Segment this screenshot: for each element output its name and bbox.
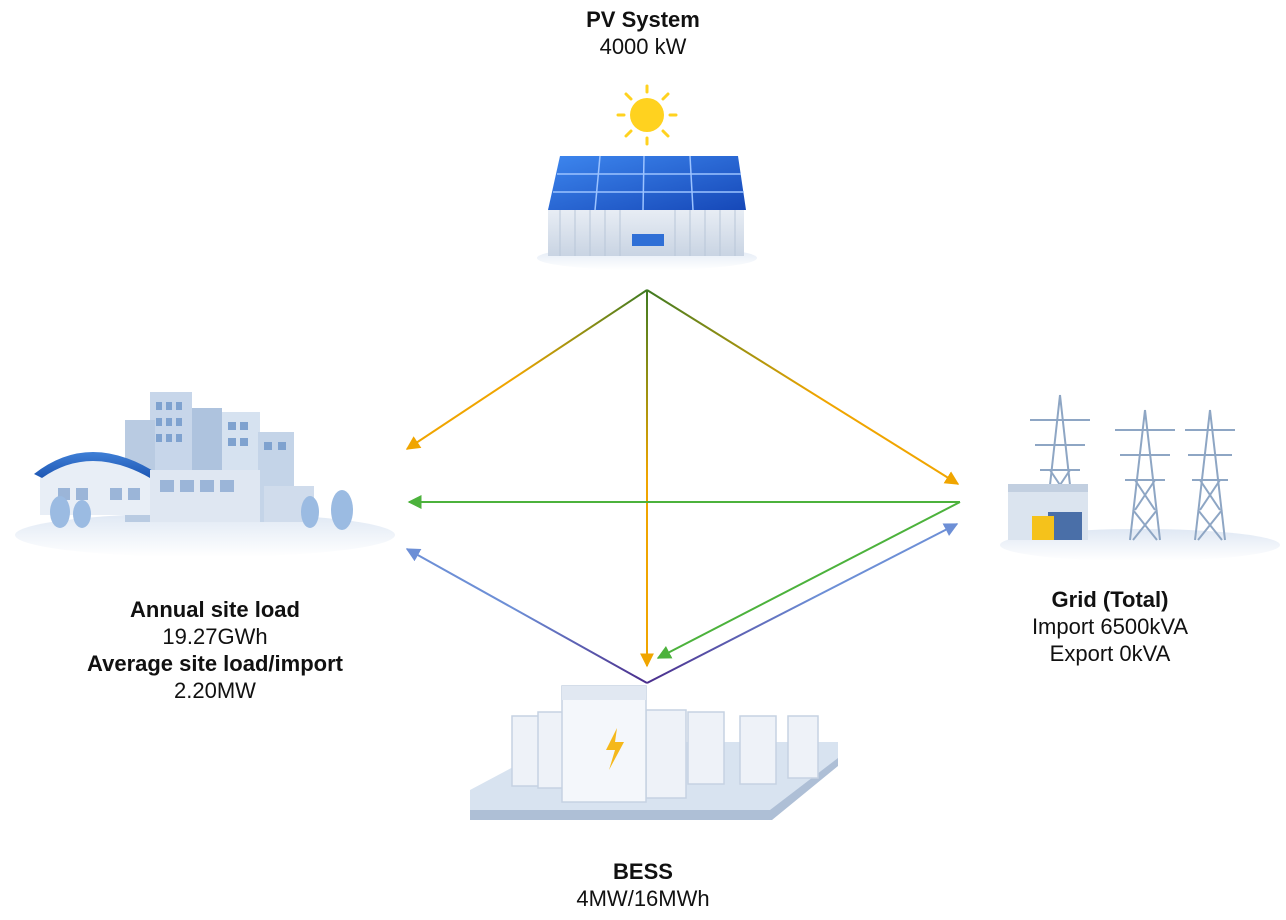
grid-title: Grid (Total)	[1051, 587, 1169, 612]
bess-capacity: 4MW/16MWh	[576, 886, 710, 911]
buildings-icon	[15, 392, 395, 557]
bess-label: BESS 4MW/16MWh	[543, 858, 743, 912]
flow-bess-to-load	[405, 548, 648, 684]
average-site-load-value: 2.20MW	[174, 678, 256, 703]
flow-pv-to-grid	[646, 289, 960, 485]
flow-bess-to-grid	[646, 523, 959, 684]
grid-export-value: Export 0kVA	[1049, 641, 1171, 666]
transmission-tower-icon	[1000, 394, 1280, 561]
flow-pv-to-load	[405, 289, 648, 450]
pv-system-title: PV System	[586, 7, 700, 32]
pv-system-label: PV System 4000 kW	[543, 6, 743, 60]
flow-grid-to-bess	[656, 501, 961, 659]
lightning-icon	[606, 728, 624, 770]
average-site-load-title: Average site load/import	[87, 651, 343, 676]
site-load-label: Annual site load 19.27GWh Average site l…	[70, 596, 360, 704]
annual-site-load-title: Annual site load	[130, 597, 300, 622]
pv-system-capacity: 4000 kW	[599, 34, 687, 59]
bess-title: BESS	[613, 859, 673, 884]
sun-icon	[616, 84, 678, 146]
grid-label: Grid (Total) Import 6500kVA Export 0kVA	[990, 586, 1230, 667]
grid-import-value: Import 6500kVA	[1031, 614, 1189, 639]
solar-panel-icon	[537, 84, 757, 270]
battery-storage-icon	[470, 685, 838, 820]
annual-site-load-value: 19.27GWh	[162, 624, 268, 649]
